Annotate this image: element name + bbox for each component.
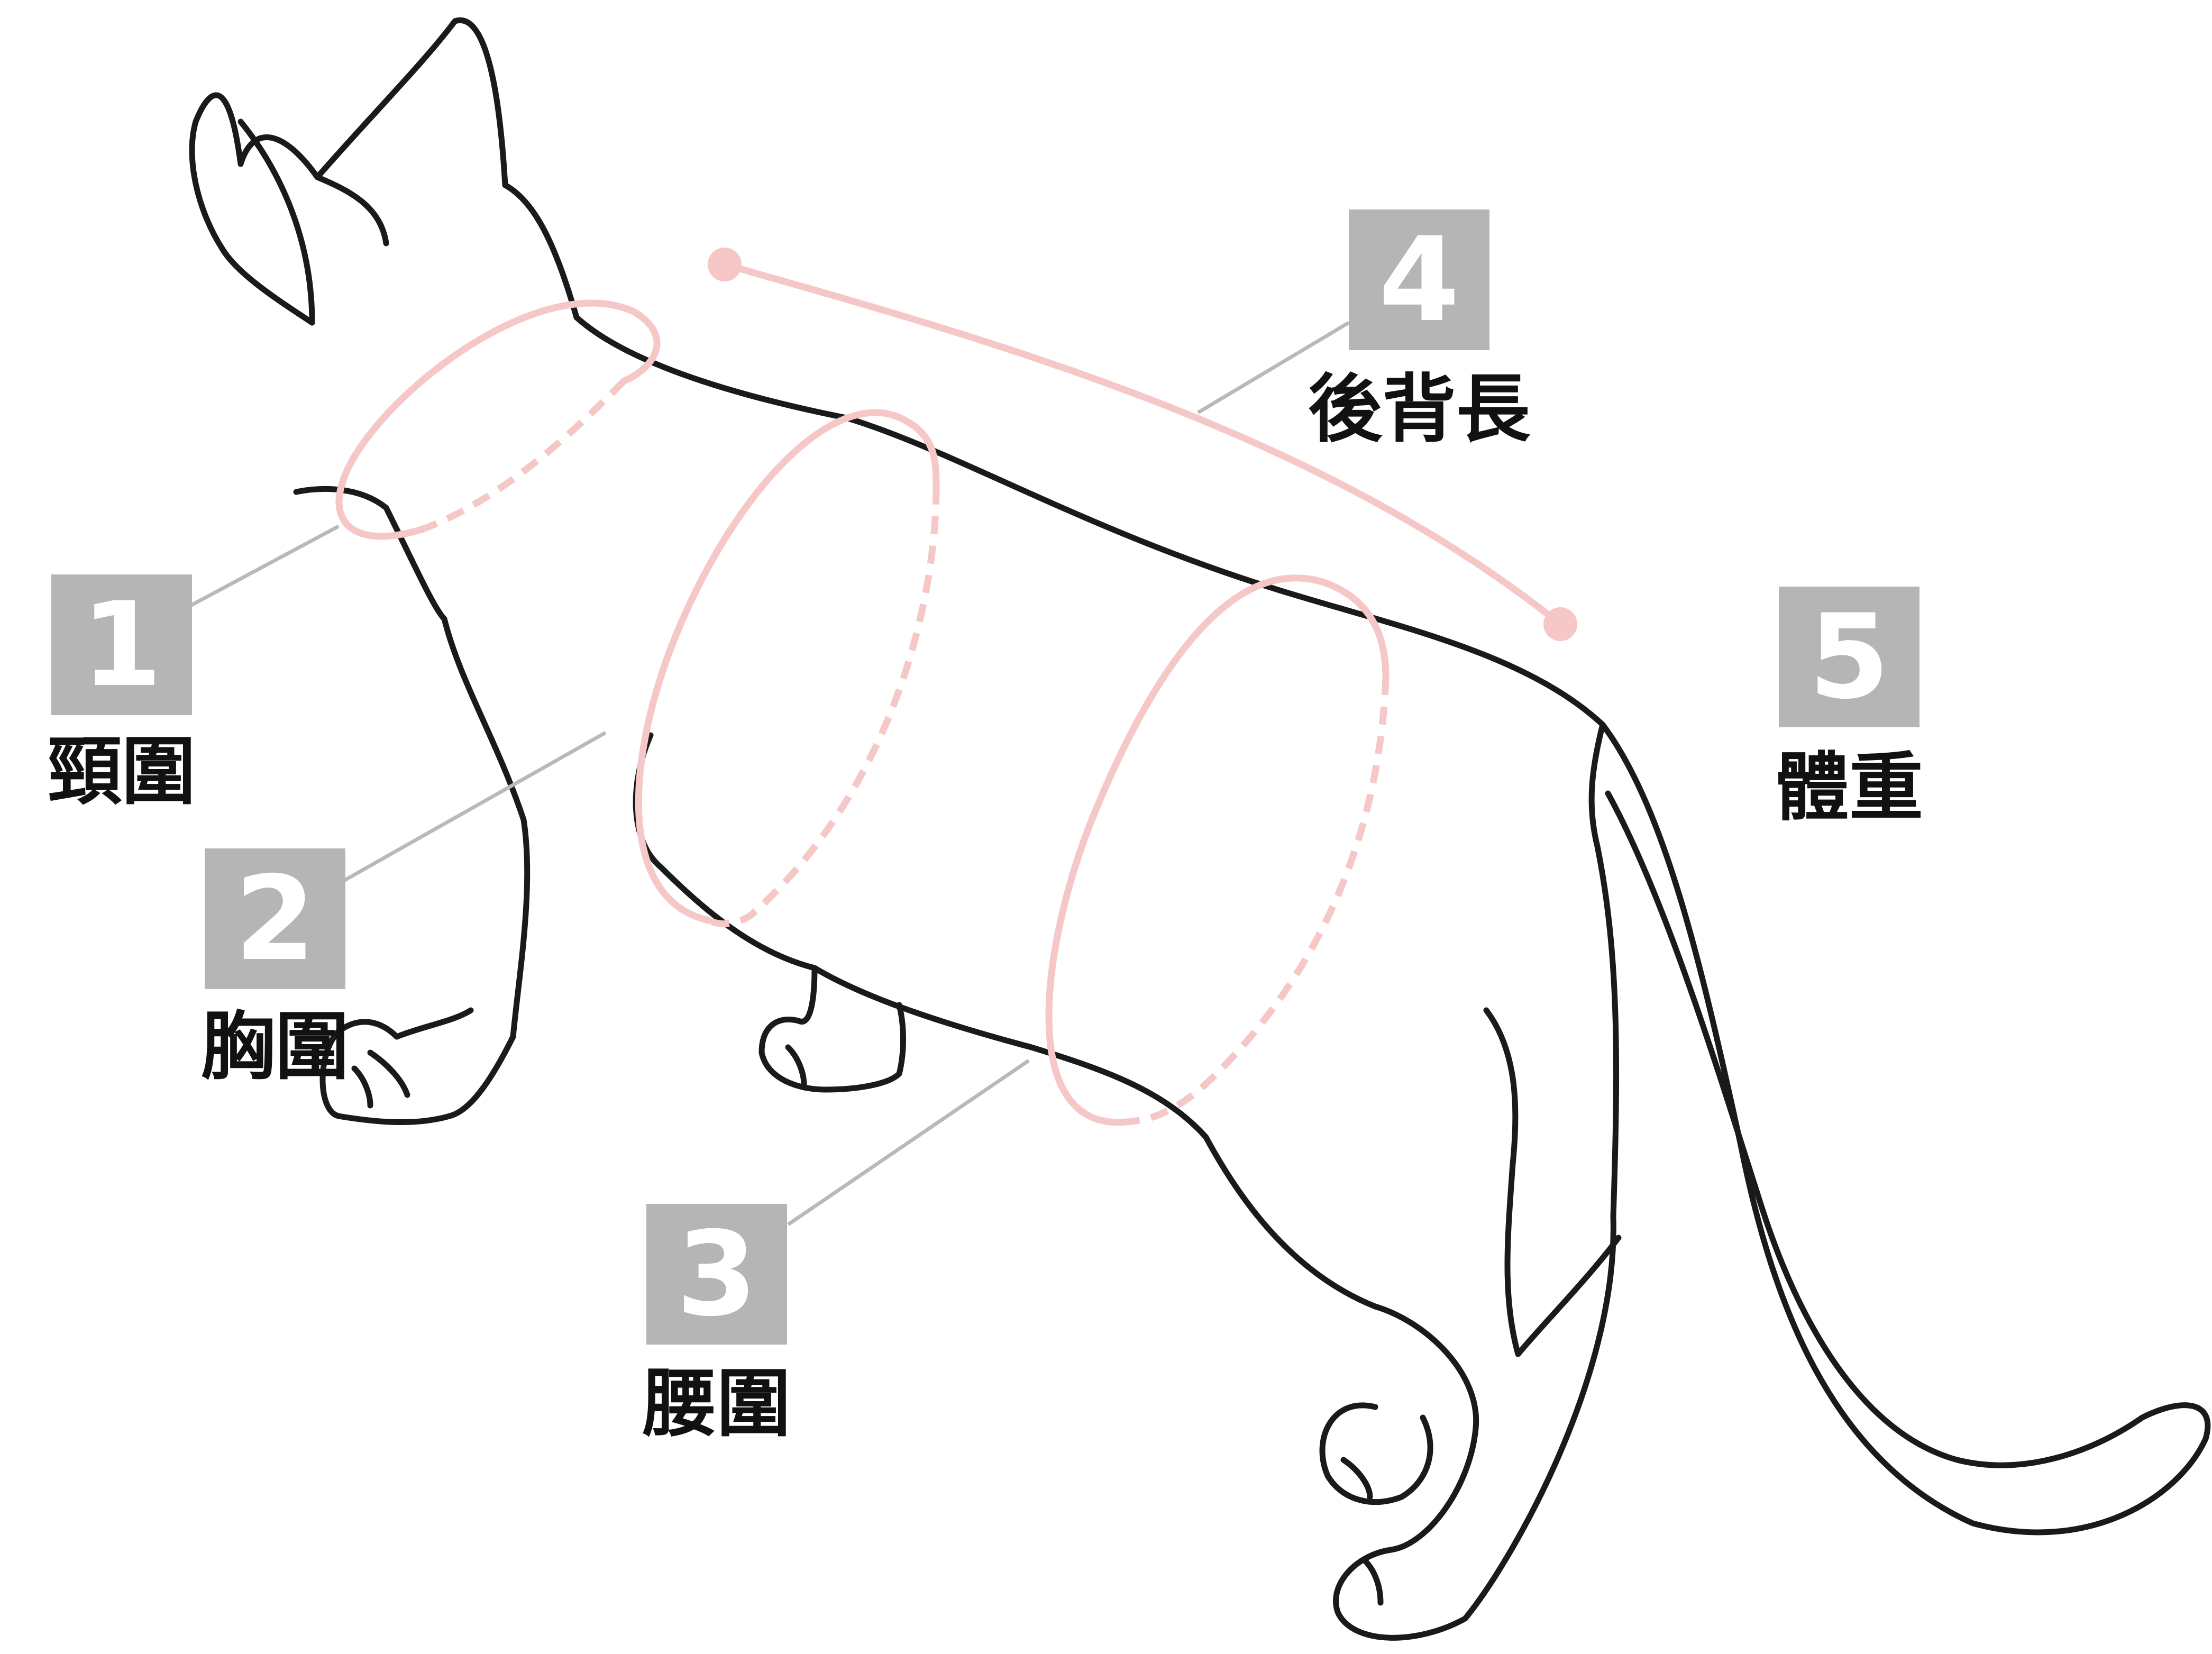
leader-line-3 [787, 1059, 1030, 1226]
measurement-label-chest: 胸圍 [200, 1004, 349, 1090]
measurement-guides [335, 248, 1577, 1126]
leader-line-4 [1197, 321, 1350, 415]
leader-line-2 [343, 730, 607, 883]
measurement-badge-1: 1 [51, 574, 192, 715]
measurement-label-neck: 頸圍 [47, 729, 196, 815]
measurement-label-back-length: 後背長 [1308, 367, 1530, 453]
back-length-end-dot [1543, 607, 1577, 641]
waist-girth-ellipse [1045, 574, 1390, 1126]
measurement-label-weight: 體重 [1775, 745, 1923, 831]
measurement-badge-3: 3 [646, 1204, 787, 1345]
back-length-line [708, 248, 1577, 641]
cat-outline [189, 17, 2211, 1641]
back-length-start-dot [708, 248, 742, 281]
chest-girth-ellipse [635, 409, 940, 928]
neck-girth-ellipse [335, 299, 661, 540]
measurement-label-waist: 腰圍 [642, 1361, 791, 1447]
leader-lines [189, 321, 1350, 1226]
leader-line-1 [189, 524, 340, 608]
measurement-badge-2: 2 [205, 848, 345, 989]
measurement-badge-5: 5 [1779, 587, 1919, 727]
measurement-badge-4: 4 [1349, 209, 1489, 350]
